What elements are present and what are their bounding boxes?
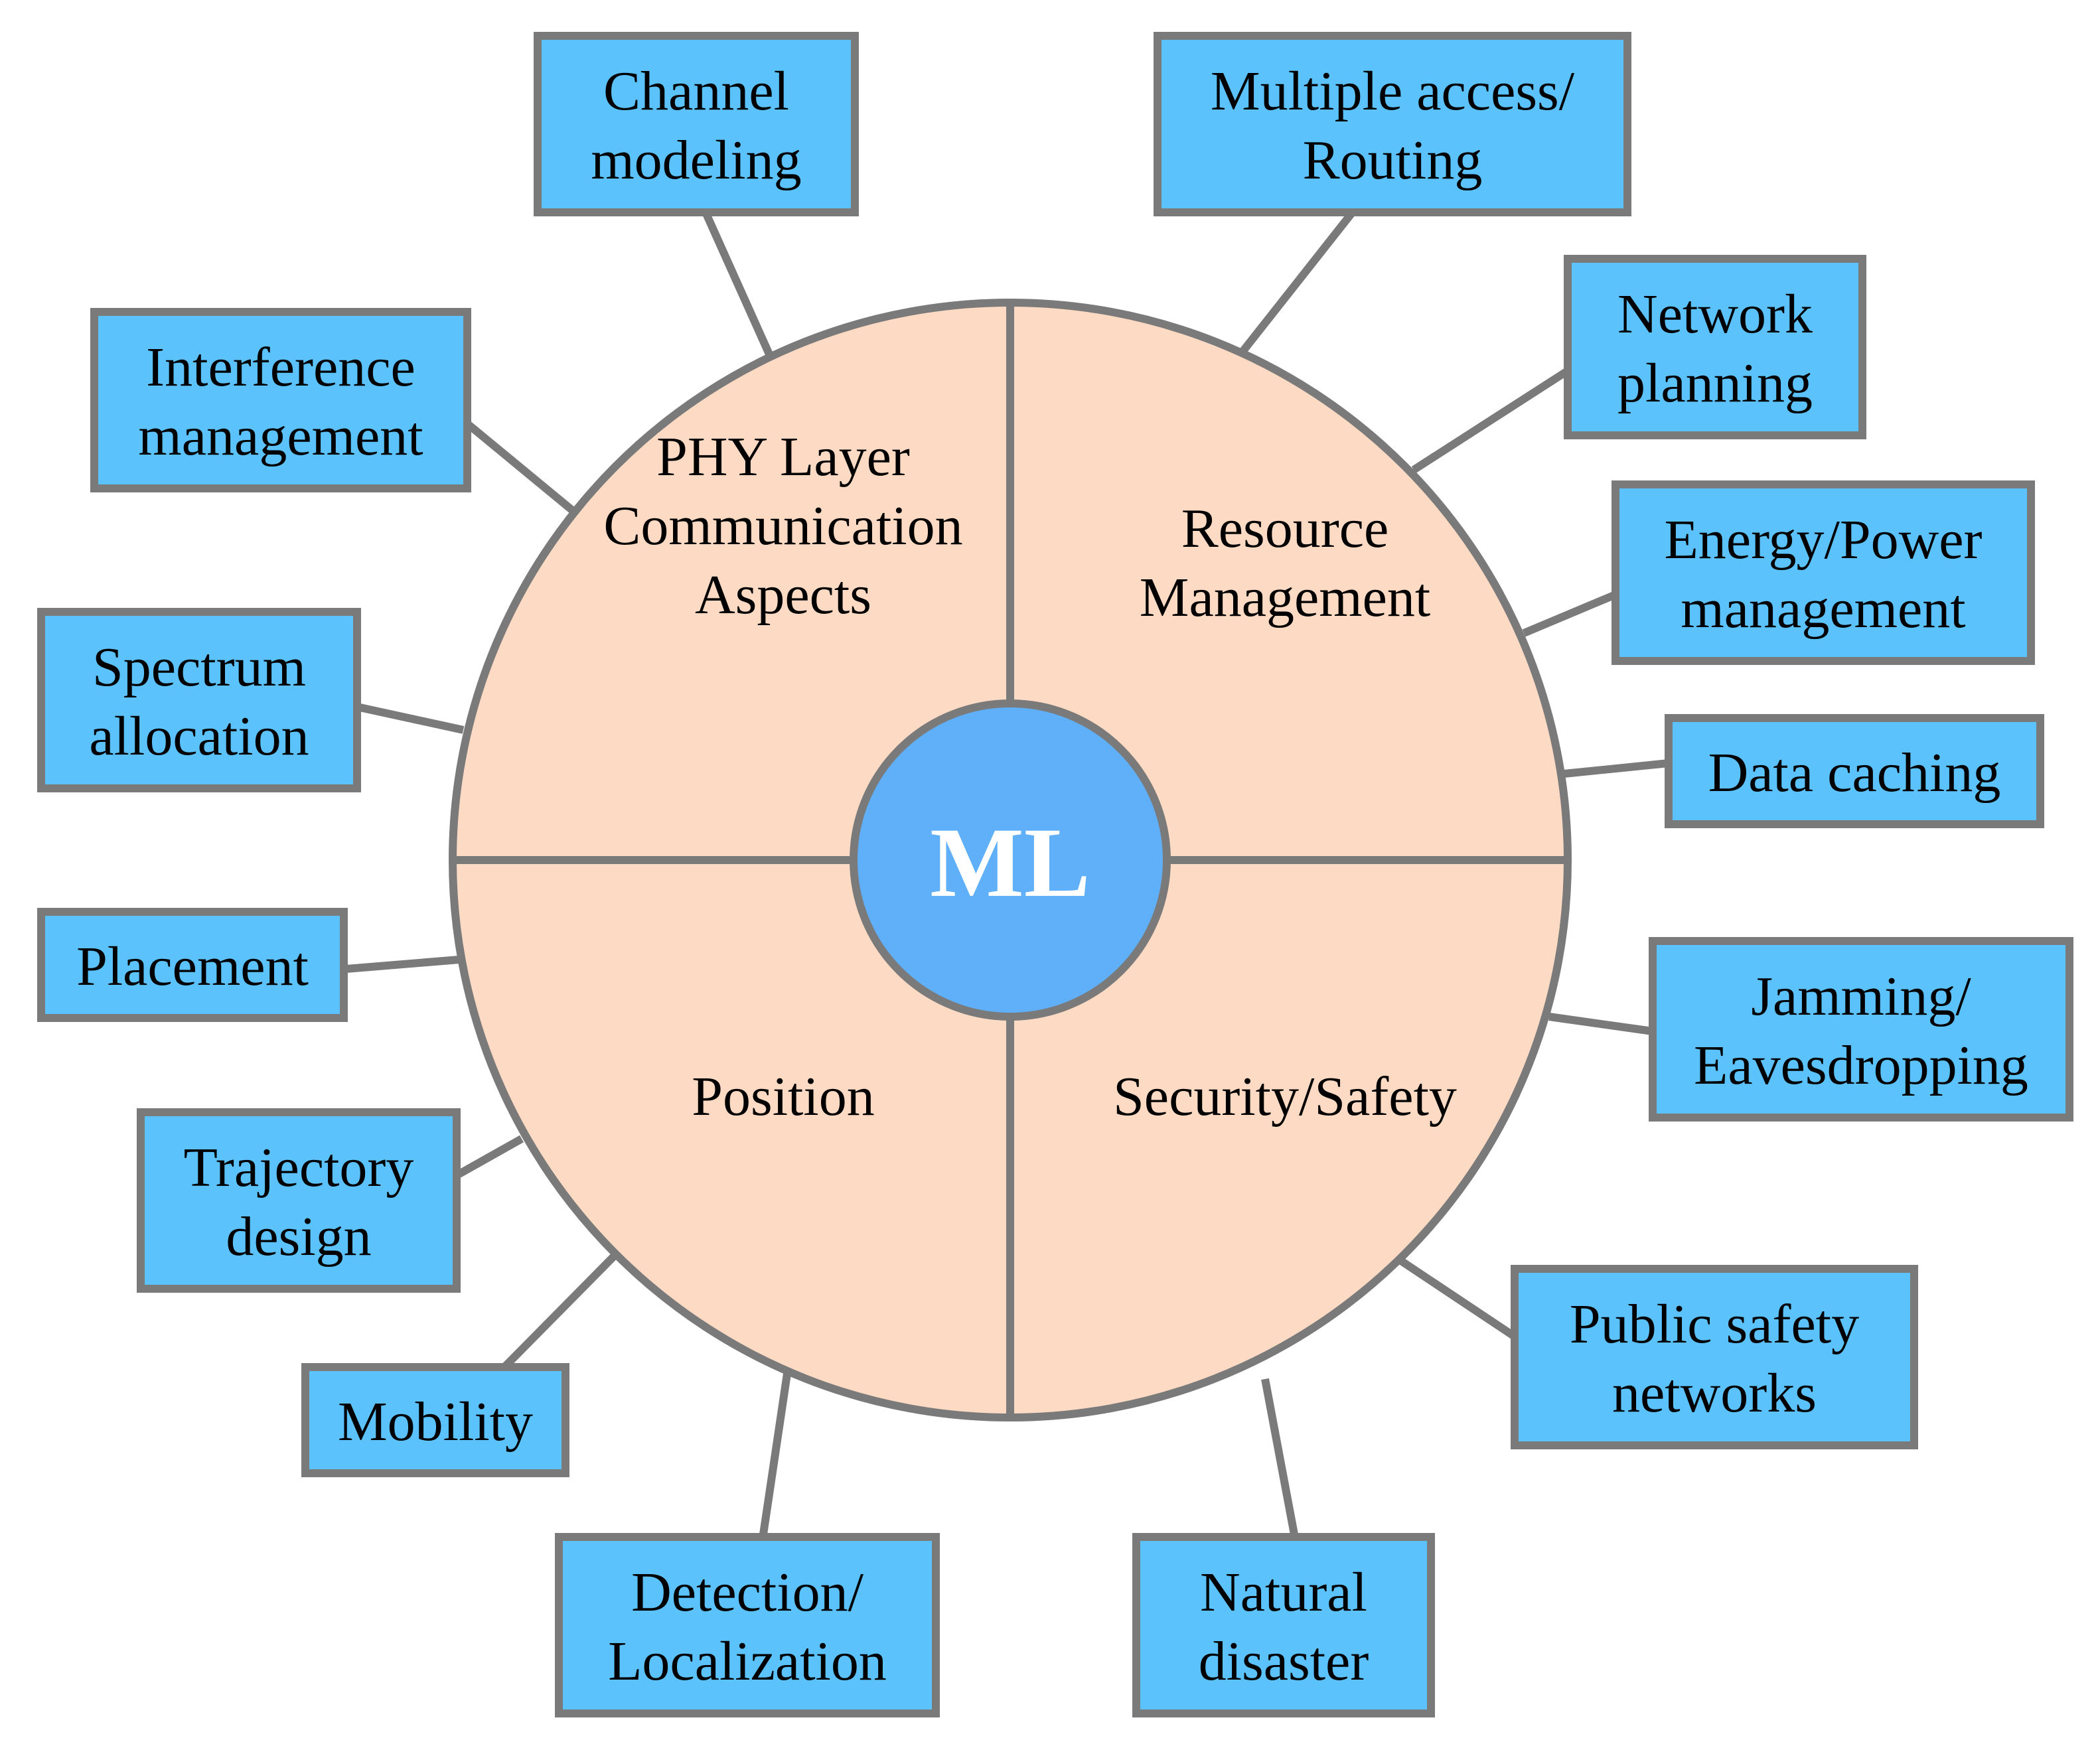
connector-public-safety-networks [1396,1256,1517,1340]
box-network-planning-line-1: Network [1617,283,1813,345]
box-channel-modeling-line-2: modeling [591,129,801,191]
box-interference-management: Interference management [90,308,471,492]
box-public-safety-networks-line-1: Public safety [1570,1293,1859,1355]
box-multiple-access-routing-rect [1154,32,1631,216]
connector-natural-disaster [1261,1378,1298,1536]
connector-interference-management [466,421,577,516]
quadrant-position-line-1: Position [692,1066,874,1127]
box-placement-rect [37,908,348,1022]
box-energy-power-management-line-1: Energy/Power [1664,509,1982,571]
box-data-caching-rect [1665,714,2044,828]
connector-network-planning [1411,368,1569,474]
box-multiple-access-routing-line-2: Routing [1303,129,1483,191]
box-jamming-eavesdropping-rect [1649,937,2073,1122]
box-spectrum-allocation: Spectrum allocation [37,608,361,792]
box-interference-management-line-1: Interference [146,336,415,398]
box-trajectory-design: Trajectory design [137,1108,461,1293]
box-data-caching: Data caching [1665,714,2044,828]
box-multiple-access-routing: Multiple access/Routing [1154,32,1631,216]
box-placement-line-1: Placement [76,936,309,997]
box-trajectory-design-rect [137,1108,461,1293]
box-multiple-access-routing-line-1: Multiple access/ [1211,60,1575,122]
box-natural-disaster-line-1: Natural [1200,1562,1367,1623]
box-mobility: Mobility [301,1363,569,1477]
quadrant-security-line-1: Security/Safety [1113,1066,1457,1127]
box-network-planning-line-2: planning [1617,352,1813,414]
box-natural-disaster-line-2: disaster [1199,1631,1369,1692]
quadrant-phy-line-2: Communication [603,495,962,557]
box-channel-modeling: Channel modeling [534,32,859,216]
connector-mobility [502,1254,617,1369]
box-energy-power-management-line-2: management [1681,578,1965,640]
box-network-planning: Network planning [1564,255,1866,439]
connector-detection-localization [759,1373,791,1535]
box-jamming-eavesdropping-line-1: Jamming/ [1751,966,1971,1027]
box-detection-localization-line-1: Detection/ [631,1562,864,1623]
box-data-caching-line-1: Data caching [1708,742,2001,804]
box-trajectory-design-line-1: Trajectory [184,1137,414,1199]
box-placement: Placement [37,908,348,1022]
box-channel-modeling-line-1: Channel [603,60,789,122]
box-mobility-line-1: Mobility [338,1391,533,1453]
connector-placement [346,956,460,973]
box-spectrum-allocation-line-1: Spectrum [92,636,306,698]
box-detection-localization-line-2: Localization [608,1631,887,1692]
connector-trajectory-design [456,1135,524,1179]
connector-lines [346,211,1669,1536]
box-spectrum-allocation-rect [37,608,361,792]
box-detection-localization: Detection/Localization [555,1533,940,1717]
box-public-safety-networks: Public safety networks [1511,1265,1918,1449]
ml-center-label: ML [930,808,1090,918]
connector-spectrum-allocation [358,703,465,734]
box-jamming-eavesdropping: Jamming/Eavesdropping [1649,937,2073,1122]
box-energy-power-management: Energy/Power management [1612,480,2035,665]
box-public-safety-networks-rect [1511,1265,1918,1449]
quadrant-security-label: Security/Safety [1113,1066,1457,1127]
box-trajectory-design-line-2: design [226,1206,371,1268]
connector-jamming-eavesdropping [1548,1013,1653,1035]
connector-channel-modeling [702,212,774,358]
connector-multiple-access-routing [1239,211,1355,354]
box-energy-power-management-rect [1612,480,2035,665]
box-interference-management-line-2: management [138,405,423,467]
box-interference-management-rect [90,308,471,492]
quadrant-resource-line-1: Resource [1181,498,1389,559]
box-natural-disaster-rect [1132,1533,1435,1717]
box-jamming-eavesdropping-line-2: Eavesdropping [1694,1035,2028,1096]
box-channel-modeling-rect [534,32,859,216]
connector-energy-power-management [1522,591,1617,637]
quadrant-phy-line-3: Aspects [695,564,871,626]
ml-center-circle [850,699,1171,1021]
box-public-safety-networks-line-2: networks [1612,1362,1817,1424]
box-natural-disaster: Natural disaster [1132,1533,1435,1717]
quadrant-position-label: Position [692,1066,874,1127]
box-mobility-rect [301,1363,569,1477]
connector-data-caching [1563,759,1669,778]
topic-boxes: Channel modeling Multiple access/RoutingNe… [37,32,2073,1717]
quadrant-phy-line-1: PHY Layer [656,426,910,488]
box-network-planning-rect [1564,255,1866,439]
box-detection-localization-rect [555,1533,940,1717]
quadrant-resource-line-2: Management [1140,567,1431,628]
box-spectrum-allocation-line-2: allocation [89,705,309,767]
